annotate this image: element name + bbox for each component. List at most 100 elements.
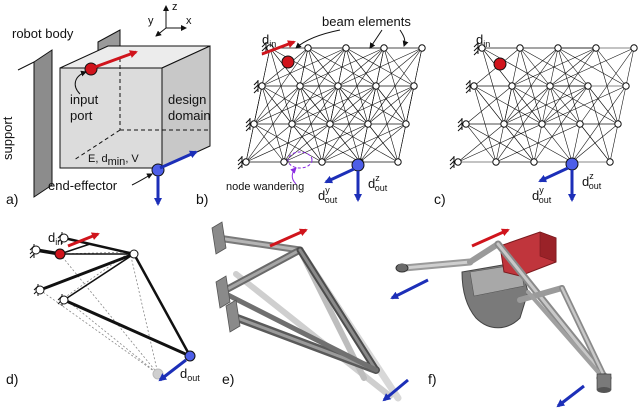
support-hatch (465, 88, 471, 94)
support-hatch (237, 156, 243, 162)
ground-node (622, 82, 630, 90)
node-wandering-label: node wandering (226, 181, 304, 193)
beam-element (503, 85, 589, 125)
panel-b-label: b) (196, 191, 208, 207)
beam-element (299, 47, 385, 87)
beam-element (571, 123, 581, 163)
ground-node (364, 120, 372, 128)
support-hatch (449, 160, 455, 166)
ground-node (242, 158, 250, 166)
beam-element (549, 47, 635, 87)
beam-element (571, 123, 619, 163)
support-hatch (457, 122, 463, 128)
panel-f-label: f) (428, 371, 437, 387)
beam-element (337, 47, 423, 87)
ground-node (508, 82, 516, 90)
d-in-label-c: din (476, 32, 490, 49)
panel-d-label: d) (6, 371, 18, 387)
beam-element (397, 123, 407, 163)
output-node-d (184, 350, 196, 362)
ground-node (280, 158, 288, 166)
beam-element (457, 123, 505, 163)
d-in-label-d: din (48, 230, 62, 247)
end-effector-arrow-y (159, 150, 198, 170)
beam-element (253, 85, 339, 125)
ground-node (380, 44, 388, 52)
panel-f: f) (390, 228, 612, 408)
ground-node (372, 82, 380, 90)
support-hatch (449, 156, 455, 162)
ground-node (454, 158, 462, 166)
beam-elements-label: beam elements (322, 14, 411, 29)
beam-element (503, 123, 535, 163)
beam-element (245, 123, 331, 163)
ground-node (554, 44, 562, 52)
support-hatch (253, 84, 259, 90)
ground-node (516, 44, 524, 52)
support-hatch (261, 46, 267, 52)
ground-node (250, 120, 258, 128)
support-hatch (253, 80, 259, 86)
ground-node (394, 158, 402, 166)
input-arrow (94, 50, 138, 69)
beam-element (609, 123, 619, 163)
ground-node (592, 44, 600, 52)
ground-node (614, 120, 622, 128)
input-arrow-b (261, 40, 296, 56)
panel-a: robot body support input port design dom… (0, 1, 211, 207)
output-arrow-y-b (324, 167, 355, 184)
beam-element (495, 123, 581, 163)
beam-element (359, 123, 407, 163)
beam-element (299, 47, 347, 87)
ground-structure-sparse (457, 47, 635, 163)
beam-element (321, 123, 407, 163)
ground-node (326, 120, 334, 128)
input-arrow-d (67, 232, 100, 248)
beam-element (541, 123, 573, 163)
beam-element (261, 47, 347, 87)
design-domain-label-1: design (168, 92, 206, 107)
beam-element (291, 85, 339, 125)
panel-a-label: a) (6, 191, 18, 207)
material-label: E, dmin, V (88, 153, 139, 168)
output-arrow-d (158, 358, 187, 382)
output-arrow-e (382, 378, 409, 402)
beam-element (511, 47, 597, 87)
panel-e-label: e) (222, 371, 234, 387)
beam-element (337, 47, 385, 87)
beam-element (329, 85, 415, 125)
beam-element (541, 85, 589, 125)
output-arrow-f-right (556, 384, 585, 408)
support-hatch (237, 160, 243, 166)
output-arrow-y-c (538, 166, 569, 183)
output-arrow-f-left (390, 278, 429, 300)
input-port-label-2: port (70, 108, 93, 123)
beam-element (549, 47, 597, 87)
beam-element (321, 123, 369, 163)
support-wall (33, 49, 53, 198)
axis-x-label: x (186, 15, 192, 27)
beam-element (329, 85, 377, 125)
ground-node (530, 158, 538, 166)
beam-element (291, 85, 377, 125)
node-wandering-region (287, 151, 313, 169)
support-hatch (261, 42, 267, 48)
panel-e: e) (211, 221, 409, 402)
beam-element (245, 123, 255, 163)
beam-element (465, 85, 513, 125)
ground-node (470, 82, 478, 90)
ground-node (576, 120, 584, 128)
support-hatch (253, 88, 259, 94)
ground-node (296, 82, 304, 90)
ground-node (258, 82, 266, 90)
ground-node (606, 158, 614, 166)
d-in-label-b: din (262, 32, 276, 49)
ground-node (538, 120, 546, 128)
input-arrow-f (471, 228, 510, 248)
axis-y-label: y (148, 15, 154, 27)
support-hatch (465, 80, 471, 86)
